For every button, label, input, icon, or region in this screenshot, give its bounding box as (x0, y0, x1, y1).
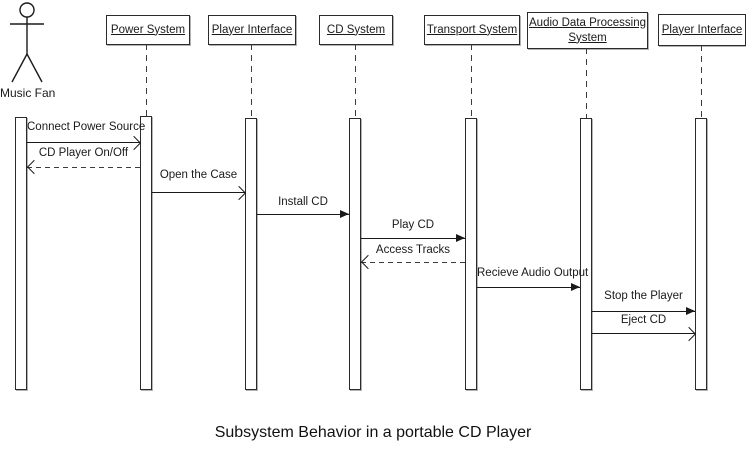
filled-arrowhead-right-icon (340, 210, 349, 218)
open-arrowhead-right-icon (681, 326, 697, 342)
message-label-play-cd: Play CD (391, 219, 435, 231)
message-line-dashed (361, 262, 465, 263)
message-line (27, 142, 140, 143)
message-label-open-the-case: Open the Case (159, 169, 238, 181)
activation-bar-power-system (140, 116, 152, 390)
lifeline-label: CD System (326, 23, 386, 36)
message-label-connect-power-source: Connect Power Source (27, 121, 146, 133)
activation-bar-player-interface-2 (695, 118, 707, 390)
lifeline-player-interface-1 (251, 44, 252, 118)
filled-arrowhead-right-icon (571, 283, 580, 291)
lifeline-cd-system (355, 44, 356, 118)
message-line-dashed (27, 167, 140, 168)
lifeline-head-player-interface-2: Player Interface (658, 14, 746, 46)
actor-label: Music Fan (0, 86, 56, 100)
message-line (152, 192, 245, 193)
message-label-access-tracks: Access Tracks (375, 244, 451, 256)
open-arrowhead-left-icon (360, 254, 376, 270)
lifeline-label: Power System (110, 23, 186, 36)
diagram-title: Subsystem Behavior in a portable CD Play… (214, 424, 532, 441)
message-label-install-cd: Install CD (278, 196, 328, 208)
lifeline-head-cd-system: CD System (319, 15, 393, 45)
activation-bar-cd-system (349, 118, 361, 390)
lifeline-head-player-interface-1: Player Interface (208, 15, 296, 45)
open-arrowhead-right-icon (231, 185, 247, 201)
person-actor-icon (10, 2, 44, 83)
lifeline-label: Transport System (426, 23, 518, 36)
lifeline-label: Audio Data Processing System (529, 16, 646, 44)
lifeline-player-interface-2 (701, 45, 702, 118)
message-line (592, 311, 695, 312)
activation-bar-audio-data-processing-system (580, 118, 592, 390)
message-line (592, 333, 695, 334)
activation-bar-transport-system (465, 118, 477, 390)
message-label-recieve-audio-output: Recieve Audio Output (477, 267, 589, 279)
lifeline-transport-system (471, 44, 472, 118)
message-line (257, 214, 349, 215)
message-label-stop-the-player: Stop the Player (604, 290, 683, 302)
message-line (361, 238, 465, 239)
lifeline-label: Player Interface (661, 23, 743, 36)
message-line (477, 287, 580, 288)
message-label-cd-player-on-off: CD Player On/Off (38, 147, 129, 159)
open-arrowhead-left-icon (26, 159, 42, 175)
lifeline-head-audio-data-processing-system: Audio Data Processing System (527, 12, 648, 49)
lifeline-label: Player Interface (211, 23, 293, 36)
activation-bar-music-fan (15, 117, 27, 390)
filled-arrowhead-right-icon (456, 234, 465, 242)
lifeline-audio-data-processing-system (586, 48, 587, 118)
activation-bar-player-interface-1 (245, 118, 257, 390)
lifeline-power-system (146, 44, 147, 117)
lifeline-head-power-system: Power System (106, 15, 190, 45)
filled-arrowhead-right-icon (686, 307, 695, 315)
lifeline-head-transport-system: Transport System (424, 15, 520, 45)
message-label-eject-cd: Eject CD (620, 314, 667, 326)
